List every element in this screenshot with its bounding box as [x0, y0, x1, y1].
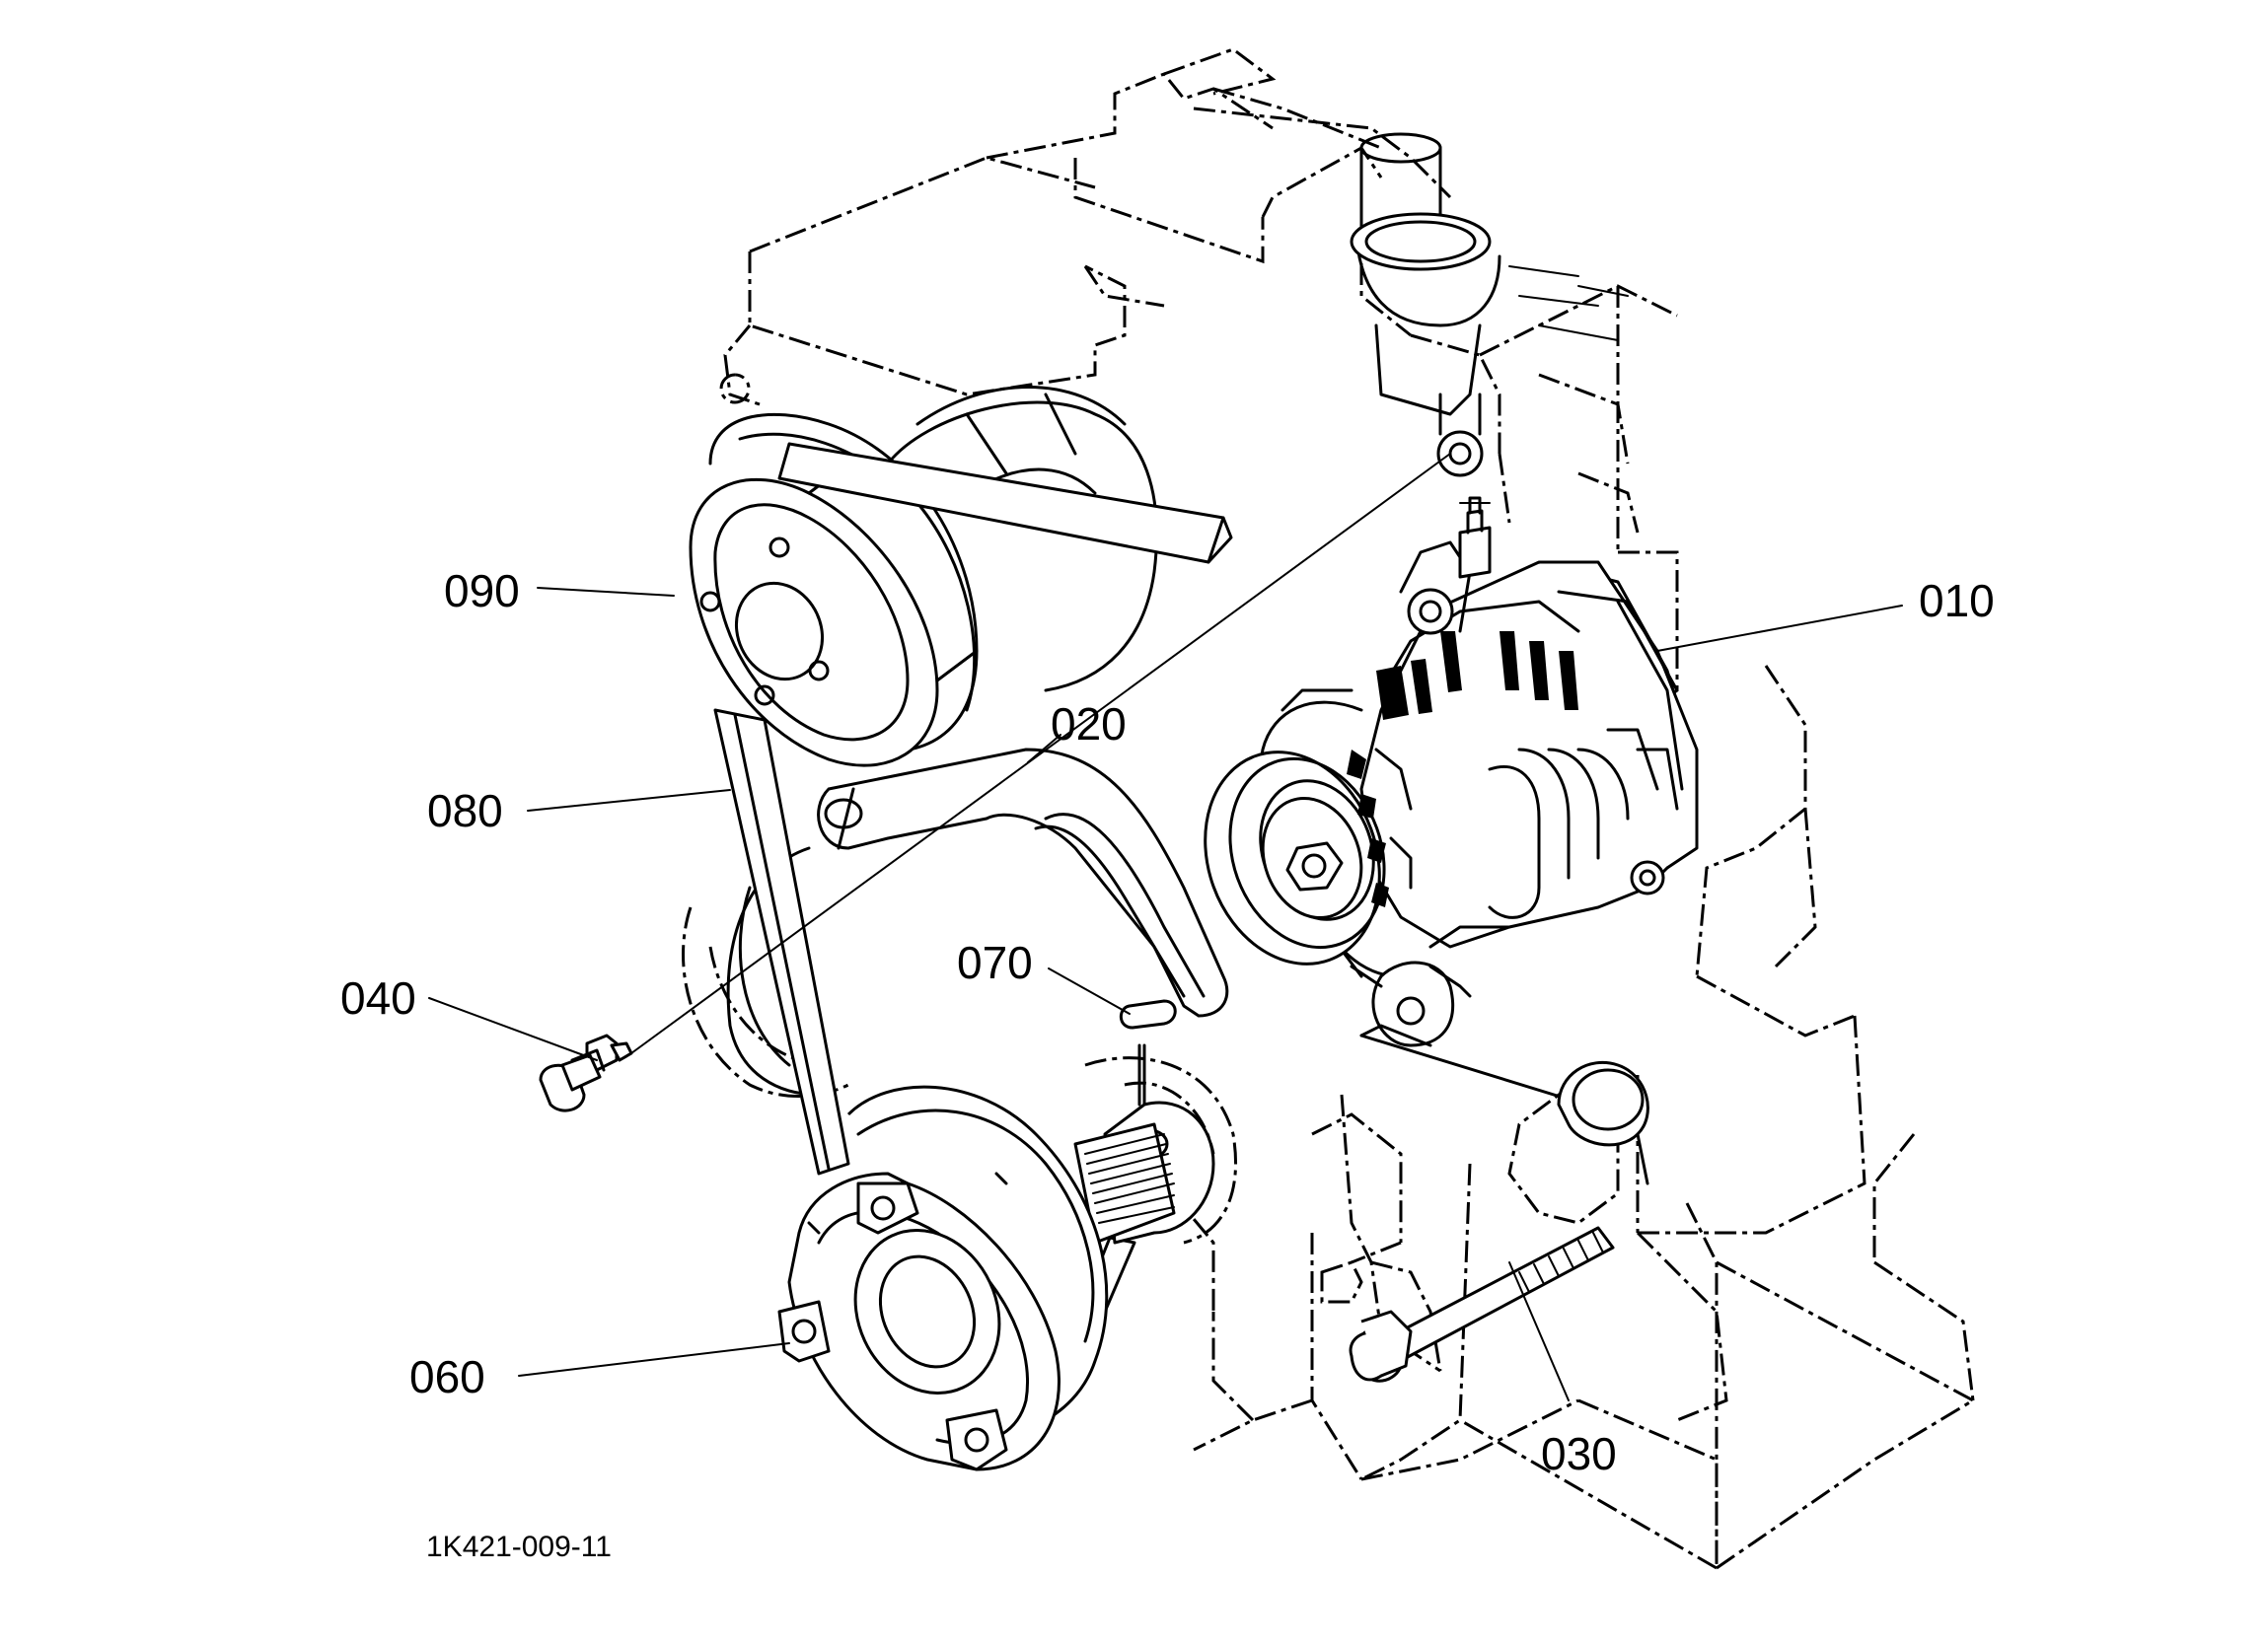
- alternator-bolt: [1349, 1226, 1615, 1383]
- alternator-stay: [817, 748, 1229, 1018]
- label-040: 040: [340, 972, 416, 1024]
- label-090: 090: [444, 565, 520, 616]
- label-080: 080: [427, 785, 503, 836]
- label-030: 030: [1541, 1428, 1617, 1479]
- water-outlet: [1350, 132, 1629, 477]
- label-070: 070: [957, 937, 1033, 988]
- label-020: 020: [1051, 698, 1127, 750]
- leader-lines: [428, 453, 1903, 1401]
- alternator: [1204, 496, 1699, 1047]
- drawing-number: 1K421-009-11: [426, 1531, 612, 1563]
- label-010: 010: [1919, 575, 1995, 626]
- fan-pulley: [689, 412, 979, 767]
- stay-bolt: [539, 1034, 633, 1112]
- feather-key: [1119, 999, 1177, 1107]
- engine-block-outline: [719, 47, 1975, 1570]
- crankshaft-pulley: [777, 1056, 1238, 1471]
- label-060: 060: [409, 1351, 485, 1402]
- alternator-mount-plate: [1359, 1024, 1649, 1185]
